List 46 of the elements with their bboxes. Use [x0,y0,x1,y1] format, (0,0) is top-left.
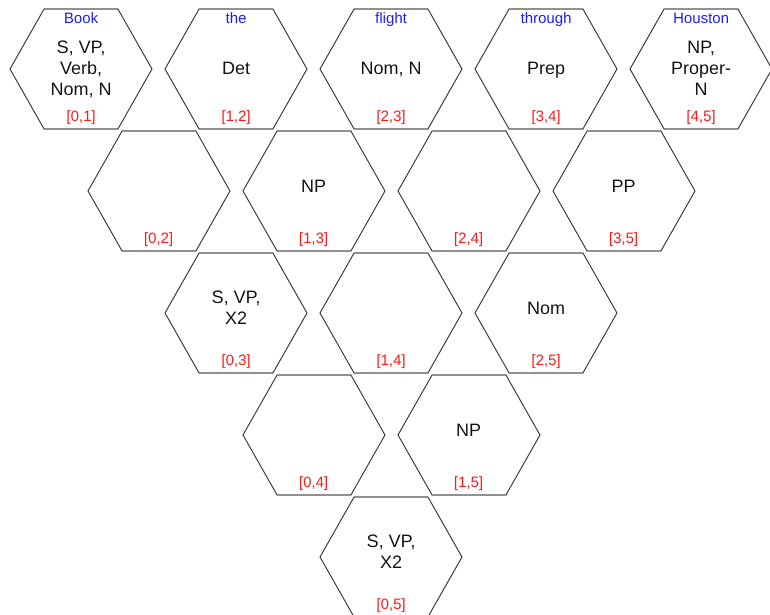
hexagon-cell [320,497,462,615]
word-label: the [226,11,246,27]
hexagon-cell [165,253,307,373]
span-label: [2,5] [531,353,561,369]
category-label: S, VP, X2 [210,287,262,329]
hexagon-cell [10,9,152,129]
hexagon-cell [475,253,617,373]
hexagon-cell [165,9,307,129]
hexagon-cell [320,253,462,373]
span-label: [0,1] [66,109,96,125]
hexagon-cell [475,9,617,129]
span-label: [2,4] [454,231,484,247]
category-label: S, VP, X2 [366,531,416,573]
hexagon-cell [88,131,230,251]
span-label: [3,5] [608,231,638,247]
span-label: [1,4] [376,353,406,369]
category-label: Nom [526,298,566,318]
span-label: [3,4] [531,109,561,125]
hexagon-cell [630,9,770,129]
span-label: [1,2] [221,109,251,125]
word-label: through [520,11,572,27]
span-label: [4,5] [686,109,716,125]
word-label: Houston [673,11,729,27]
hexagon-cell [398,375,540,495]
span-label: [0,4] [298,475,328,491]
category-label: PP [610,176,636,196]
span-label: [0,3] [221,353,251,369]
category-label: NP [300,176,327,196]
span-label: [2,3] [376,109,406,125]
category-label: S, VP, Verb, Nom, N [49,36,112,100]
hexagon-cell [242,375,384,495]
category-label: Nom, N [359,58,422,78]
span-label: [1,5] [454,475,484,491]
hexagon-cell [242,131,384,251]
span-label: [0,2] [144,231,174,247]
category-label: Det [220,58,251,78]
hexagon-cell [398,131,540,251]
hexagon-cell [320,9,462,129]
word-label: Book [64,11,98,27]
hexagon-cell [552,131,694,251]
category-label: NP, Proper-N [670,36,732,100]
word-label: flight [375,11,407,27]
span-label: [1,3] [298,231,328,247]
span-label: [0,5] [376,597,406,613]
category-label: Prep [526,58,566,78]
category-label: NP [454,420,482,440]
